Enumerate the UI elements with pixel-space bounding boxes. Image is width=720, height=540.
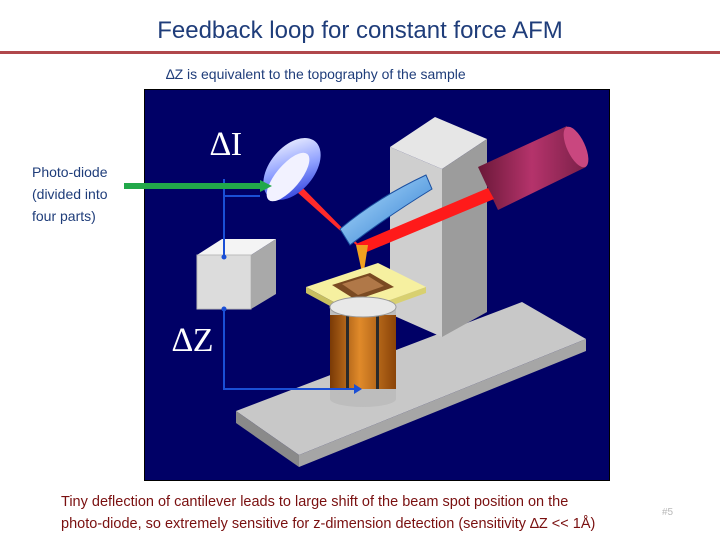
slide-caption: Tiny deflection of cantilever leads to l… — [61, 491, 595, 535]
caption-line: photo-diode, so extremely sensitive for … — [61, 516, 596, 532]
photodiode-label-line: four parts) — [32, 208, 96, 224]
wire-node — [221, 254, 227, 260]
page-number: #5 — [662, 507, 674, 518]
delta-z-label: ∆Z — [172, 322, 214, 359]
feedback-controller — [196, 239, 276, 310]
photodiode-pointer-arrow — [124, 180, 272, 192]
piezo-scanner — [329, 296, 397, 407]
caption-line: Tiny deflection of cantilever leads to l… — [61, 494, 569, 510]
delta-i-label: ∆I — [210, 126, 242, 163]
slide-title: Feedback loop for constant force AFM — [157, 17, 563, 44]
photodiode-label-line: Photo-diode — [32, 164, 108, 180]
feedback-arrowhead — [354, 384, 362, 394]
cantilever — [339, 174, 433, 246]
afm-diagram: ∆I ∆Z — [144, 89, 610, 481]
photodiode-label: Photo-diode (divided into four parts) — [32, 161, 108, 227]
support-tower — [390, 117, 487, 337]
slide-subtitle: ∆Z is equivalent to the topography of th… — [166, 66, 466, 82]
afm-tip — [356, 245, 368, 277]
base-plate — [236, 302, 586, 467]
photodiode-label-line: (divided into — [32, 186, 108, 202]
wire-node — [221, 306, 227, 312]
laser-source — [478, 126, 589, 210]
photodiode-disk — [263, 138, 321, 202]
title-divider — [0, 51, 720, 54]
